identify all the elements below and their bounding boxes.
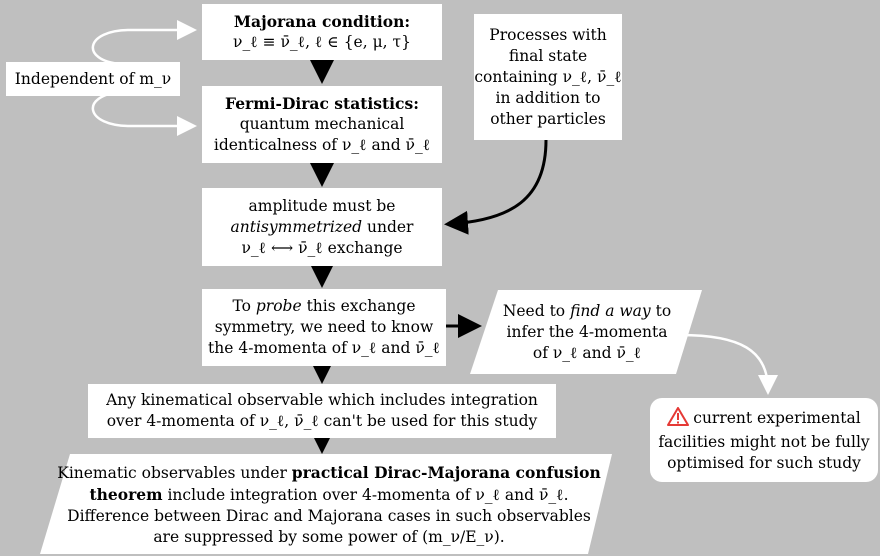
probe-line-3: the 4-momenta of ν_ℓ and ν̄_ℓ — [208, 339, 440, 357]
theorem-line-2: theorem include integration over 4-momen… — [89, 484, 568, 506]
theorem-shape — [40, 454, 612, 554]
findway-line-3: of ν_ℓ and ν̄_ℓ — [532, 343, 642, 362]
warning-text-1: current experimental — [693, 408, 861, 427]
majorana-title: Majorana condition: — [233, 12, 411, 31]
independent-text: Independent of m_ν — [14, 69, 172, 88]
findway-line-1: Need to find a way to — [503, 301, 671, 322]
theorem-box: Kinematic observables under practical Di… — [56, 456, 602, 554]
probe-line-2: symmetry, we need to know — [214, 318, 434, 336]
fermi-dirac-box: Fermi-Dirac statistics: quantum mechanic… — [202, 86, 442, 163]
theorem-line-2-rest: include integration over 4-momenta of ν_… — [162, 486, 569, 504]
findway-line-1-pre: Need to — [502, 301, 571, 320]
independent-box: Independent of m_ν — [6, 62, 180, 96]
processes-line-1: Processes with — [489, 25, 607, 44]
arrow-independent-fermi — [91, 90, 197, 136]
findway-box: Need to find a way to infer the 4-moment… — [484, 292, 690, 372]
theorem-line-3: Difference between Dirac and Majorana ca… — [67, 507, 591, 525]
theorem-line-2-bold: theorem — [89, 485, 163, 504]
arrow-processes-amplitude — [444, 139, 548, 235]
findway-line-2: infer the 4-momenta — [506, 322, 668, 341]
theorem-line-4: are suppressed by some power of (m_ν/E_ν… — [153, 528, 505, 546]
fermi-title: Fermi-Dirac statistics: — [225, 94, 419, 113]
processes-line-2: final state — [508, 46, 588, 65]
kinematical-line-2: over 4-momenta of ν_ℓ, ν̄_ℓ can't be use… — [106, 412, 538, 430]
theorem-line-1-pre: Kinematic observables under — [57, 464, 292, 482]
probe-line-1: To probe this exchange — [232, 296, 415, 317]
amplitude-box: amplitude must be antisymmetrized under … — [202, 188, 442, 266]
warning-line-3: optimised for such study — [667, 453, 861, 472]
findway-em: find a way — [570, 301, 651, 320]
warning-line-2: facilities might not be fully — [658, 432, 870, 451]
amplitude-line-3: ν_ℓ ⟷ ν̄_ℓ exchange — [241, 238, 403, 257]
theorem-line-1: Kinematic observables under practical Di… — [57, 462, 601, 484]
findway-shape — [470, 290, 702, 374]
amplitude-line-1: amplitude must be — [248, 196, 396, 215]
processes-box: Processes with final state containing ν_… — [474, 14, 622, 140]
fermi-line-1: quantum mechanical — [239, 115, 405, 133]
amplitude-em: antisymmetrized — [230, 217, 363, 236]
kinematical-line-1: Any kinematical observable which include… — [106, 391, 538, 409]
warning-line-1: current experimental — [667, 406, 861, 432]
warning-box: current experimental facilities might no… — [650, 398, 878, 482]
majorana-condition-box: Majorana condition: ν_ℓ ≡ ν̄_ℓ, ℓ ∈ {e, … — [202, 4, 442, 60]
probe-line-1-post: this exchange — [301, 297, 416, 315]
kinematical-box: Any kinematical observable which include… — [88, 384, 556, 438]
probe-em: probe — [255, 297, 302, 315]
warning-triangle-icon — [667, 406, 690, 432]
fermi-line-2: identicalness of ν_ℓ and ν̄_ℓ — [213, 136, 431, 154]
theorem-line-1-bold: practical Dirac-Majorana confusion — [291, 463, 601, 482]
arrow-independent-majorana — [91, 20, 197, 66]
arrow-findway-warning — [679, 333, 778, 395]
amplitude-line-2: antisymmetrized under — [231, 217, 414, 238]
processes-line-3: containing ν_ℓ, ν̄_ℓ — [474, 67, 622, 86]
processes-line-4: in addition to — [495, 88, 601, 107]
findway-line-1-post: to — [650, 301, 672, 320]
amplitude-line-2-rest: under — [362, 217, 414, 236]
probe-line-1-pre: To — [232, 297, 256, 315]
processes-line-5: other particles — [490, 109, 606, 128]
majorana-line: ν_ℓ ≡ ν̄_ℓ, ℓ ∈ {e, μ, τ} — [233, 33, 411, 51]
probe-box: To probe this exchange symmetry, we need… — [202, 289, 446, 366]
